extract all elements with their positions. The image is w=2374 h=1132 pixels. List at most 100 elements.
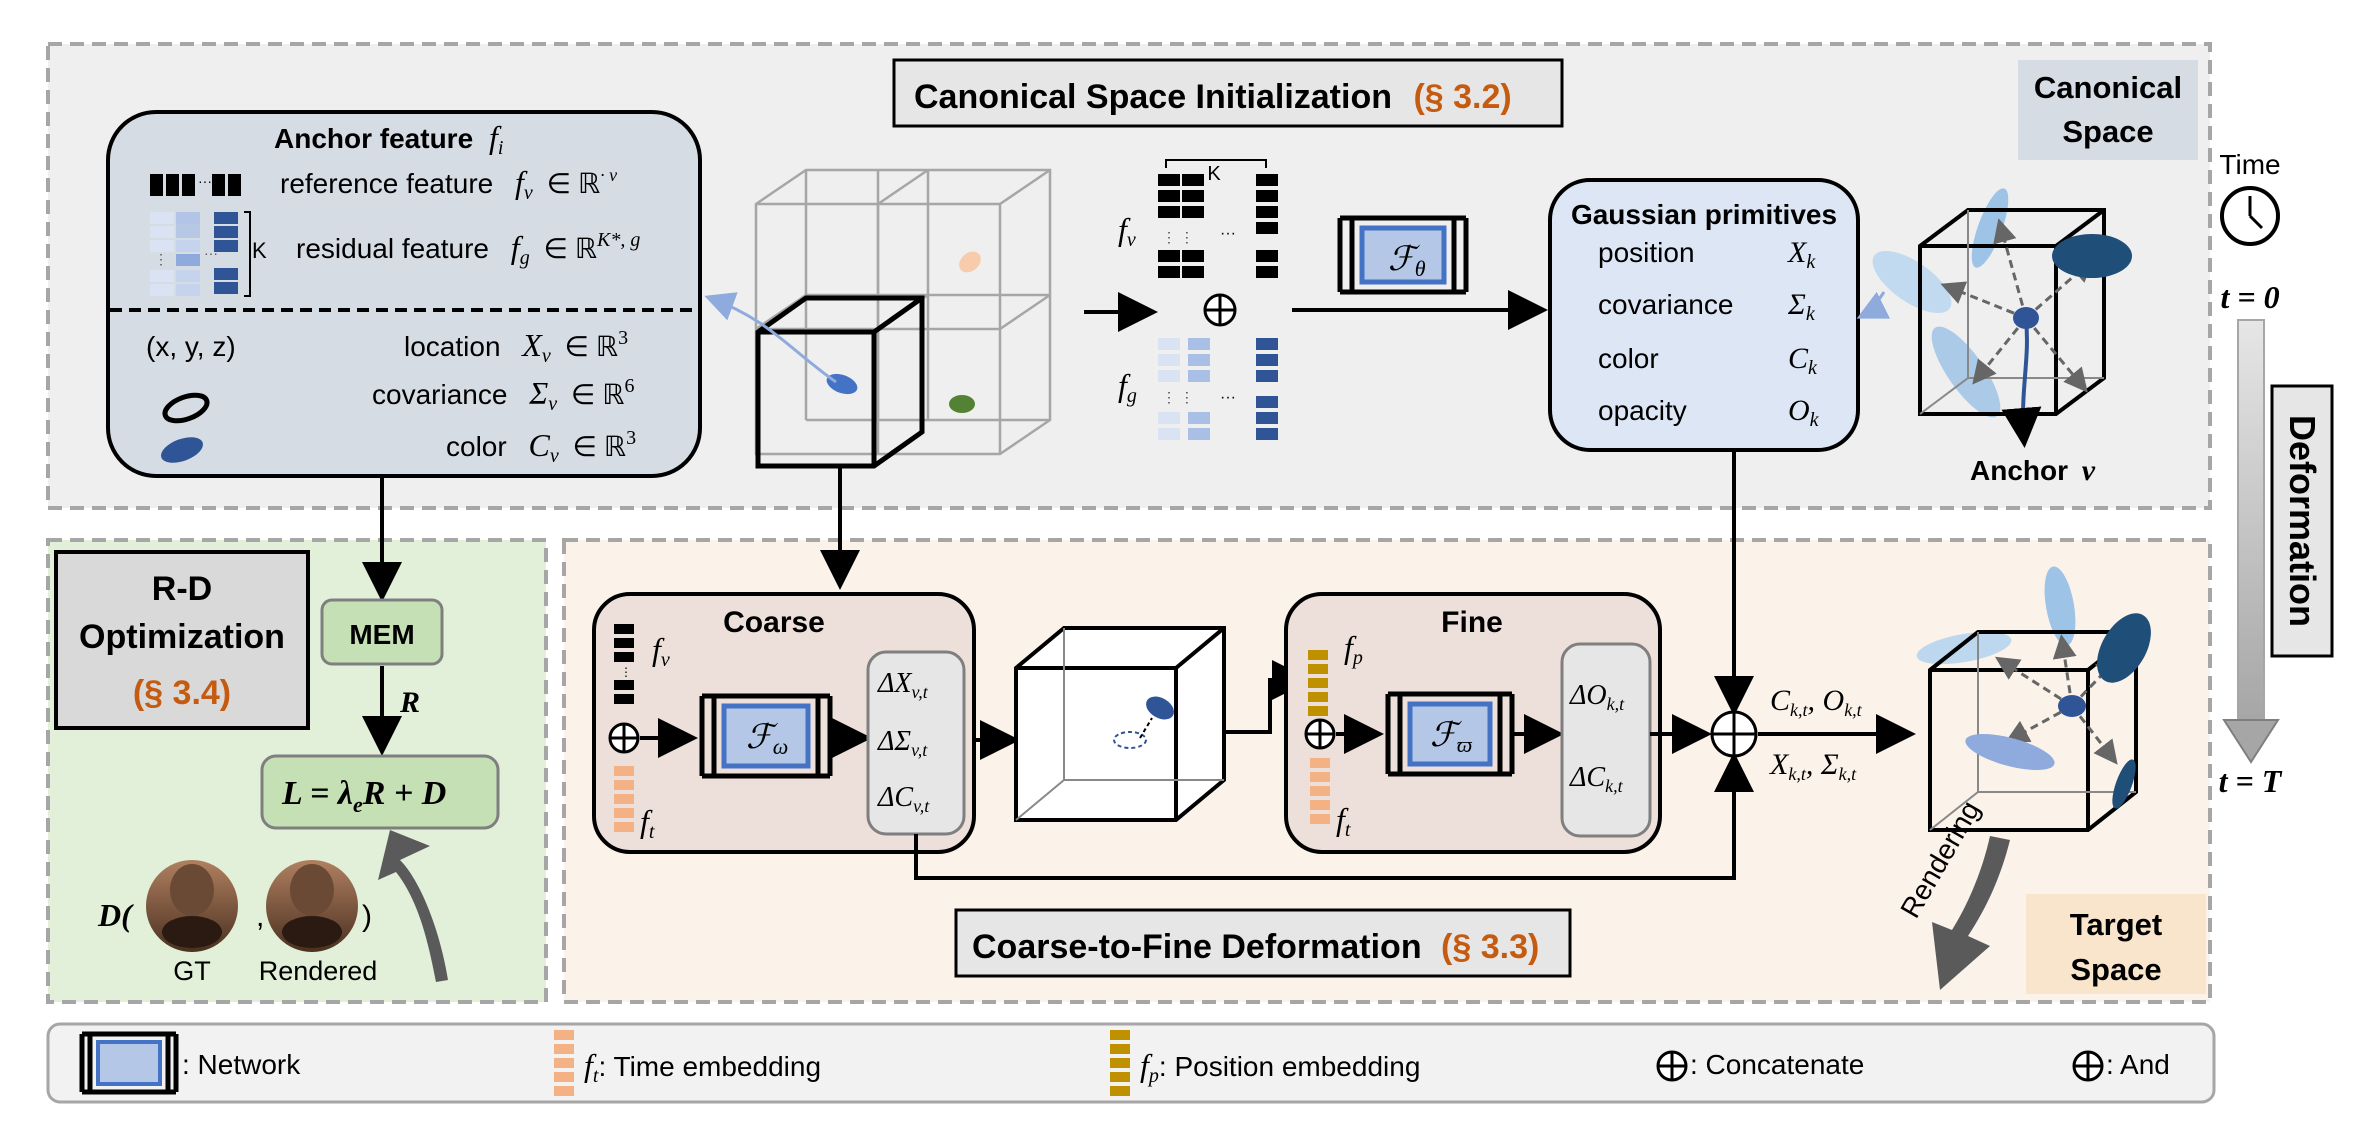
deformation-title-box <box>954 908 1572 978</box>
anchor-feature-title: Anchor feature fi <box>274 119 503 159</box>
legend-position-embedding: fp: Position embedding <box>1140 1047 1420 1087</box>
legend-box <box>46 1022 2216 1104</box>
canonical-title: Canonical Space Initialization <box>914 78 1392 116</box>
t-zero-label: t = 0 <box>2220 279 2279 315</box>
svg-text:⋮ ⋮: ⋮ ⋮ <box>1162 389 1194 405</box>
legend-concat-icon <box>1656 1050 1688 1082</box>
fine-output-box <box>1560 642 1652 838</box>
legend-time-embedding: ft: Time embedding <box>584 1047 821 1087</box>
legend-time-embedding-icon <box>554 1030 574 1096</box>
residual-feature-icon: ⋮ ··· <box>150 211 251 297</box>
result-line2: Xk,t, Σk,t <box>1769 748 1857 784</box>
gaussian-title: Gaussian primitives <box>1571 199 1837 230</box>
fine-output: ΔCk,t <box>1569 762 1624 796</box>
deformation-ref: (§ 3.3) <box>1441 928 1539 966</box>
gaussian-row-label: opacity <box>1598 395 1687 426</box>
voxel-gaussian-blue <box>826 373 858 395</box>
coarse-title: Coarse <box>723 606 825 639</box>
gt-label: GT <box>173 956 211 986</box>
fine-fp-stack <box>1308 650 1328 716</box>
network-theta <box>1337 215 1469 295</box>
time-label: Time <box>2219 149 2280 180</box>
clock-icon <box>2220 186 2280 246</box>
xyz-label: (x, y, z) <box>146 331 236 362</box>
loss-formula: L = λeR + D <box>281 775 446 817</box>
legend-concat-text: : Concatenate <box>1690 1049 1864 1080</box>
svg-text:Canonical Space Initialization: Canonical Space Initialization (§ 3.2) <box>914 78 1512 116</box>
canonical-space-label <box>2018 60 2198 160</box>
voxel-to-anchor-arrow <box>704 292 837 384</box>
residual-feature-row: residual feature fg ∈ ℝK*, g <box>296 229 640 270</box>
coarse-ft-stack <box>614 766 634 832</box>
stack-k-label: K <box>1207 163 1221 185</box>
loss-box <box>260 754 500 830</box>
svg-text:⋮: ⋮ <box>620 665 632 679</box>
rendered-image <box>266 860 358 952</box>
deformation-label-box <box>2270 384 2334 658</box>
network-omega <box>699 693 833 779</box>
d-comma: , <box>256 900 264 933</box>
svg-text:···: ··· <box>1220 389 1236 406</box>
svg-text:···: ··· <box>1220 225 1236 242</box>
svg-text:⋮: ⋮ <box>154 251 168 267</box>
t-final-label: t = T <box>2219 763 2283 799</box>
time-axis-arrow <box>2222 319 2280 764</box>
gaussian-row-sym: Ck <box>1788 342 1818 379</box>
r-label: R <box>399 686 420 719</box>
legend-network-text: : Network <box>182 1049 301 1080</box>
gaussian-row-sym: Ok <box>1788 394 1820 431</box>
legend-network-icon <box>79 1031 179 1095</box>
rd-title-box <box>54 550 310 730</box>
d-close: ) <box>362 900 372 933</box>
deformation-label: Deformation <box>2282 415 2323 627</box>
rendering-arrow <box>1932 836 2010 990</box>
target-space-line1: Target <box>2070 907 2162 942</box>
covariance-row: covariance Σv ∈ ℝ6 <box>372 375 634 416</box>
rd-title-line1: R-D <box>152 570 212 608</box>
gaussian-rows: position Xk covariance Σk color Ck opaci… <box>1598 236 1820 431</box>
coarse-output: ΔΣv,t <box>877 726 928 760</box>
rd-ref: (§ 3.4) <box>133 674 231 712</box>
covariance-ellipse-icon <box>162 392 210 424</box>
canonical-anchor-cube <box>1872 188 2132 448</box>
color-ellipse-icon <box>160 437 204 463</box>
result-line1: Ck,t, Ok,t <box>1770 684 1863 720</box>
rendered-feedback-arrow <box>378 830 448 982</box>
feature-stack-fg: ⋮ ⋮ ··· <box>1158 338 1278 440</box>
coarse-fv-stack: ⋮ <box>614 624 634 704</box>
voxel-gaussian-green <box>949 395 975 413</box>
feature-stack-fv: ⋮ ⋮ ··· <box>1158 159 1278 278</box>
legend-position-embedding-icon <box>1110 1030 1130 1096</box>
fine-ft-stack <box>1310 758 1330 824</box>
svg-text:Coarse-to-Fine Deformation: Coarse-to-Fine Deformation (§ 3.3) <box>972 928 1539 966</box>
mem-box <box>320 598 444 666</box>
anchor-feature-box <box>106 110 702 478</box>
cube-to-gaussian-arrow <box>1856 291 1891 319</box>
reference-feature-row: reference feature fv ∈ ℝ· v <box>280 164 617 205</box>
mem-label: MEM <box>349 619 414 650</box>
rd-title-line2: Optimization <box>79 618 285 656</box>
legend-and-text: : And <box>2106 1049 2170 1080</box>
reference-feature-icon: ··· <box>150 173 241 196</box>
anchor-v-label: Anchor v <box>1970 454 2096 487</box>
network-varpi-label: ℱϖ <box>1430 717 1473 757</box>
gaussian-row-sym: Xk <box>1787 236 1816 273</box>
gt-image <box>146 860 238 952</box>
svg-text:···: ··· <box>204 245 218 261</box>
canonical-title-box <box>892 58 1564 128</box>
d-label: D( <box>97 897 134 933</box>
coarse-bypass-line <box>914 752 1754 880</box>
network-varpi <box>1385 691 1515 777</box>
gaussian-row-label: color <box>1598 343 1659 374</box>
location-row: location Xv ∈ ℝ3 <box>404 327 628 368</box>
gaussian-row-label: position <box>1598 237 1695 268</box>
svg-text:···: ··· <box>198 173 212 189</box>
deformation-title: Coarse-to-Fine Deformation <box>972 928 1422 966</box>
target-space-label <box>2026 894 2206 994</box>
coarse-output: ΔXv,t <box>877 668 929 702</box>
canonical-space-line2: Space <box>2062 114 2153 149</box>
target-cube <box>1916 566 2151 832</box>
fine-title: Fine <box>1441 606 1503 639</box>
voxel-highlight-cube <box>755 295 925 469</box>
